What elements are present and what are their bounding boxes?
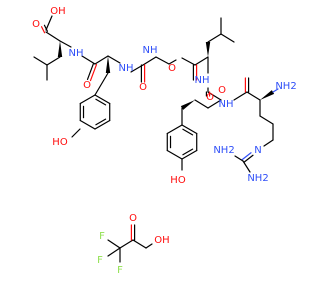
tfa-fluorine-label-1: F bbox=[99, 231, 105, 242]
leu1-amide-nh-label: NH bbox=[69, 48, 84, 59]
arg-side-chain bbox=[259, 115, 274, 125]
arg-oxygen-label: O bbox=[218, 85, 226, 96]
tfa-bond bbox=[132, 239, 147, 249]
arg-amine-label: NH2 bbox=[275, 81, 296, 92]
leu2-oxygen-label: O bbox=[168, 63, 176, 74]
arg-side-chain bbox=[263, 139, 274, 147]
tyr2-amide-nh-label: NH bbox=[219, 99, 234, 110]
tyr2-alpha-bond bbox=[207, 99, 222, 109]
amide1-carbonyl-double-bond bbox=[89, 63, 98, 82]
tyr1-ch2-bond bbox=[94, 72, 109, 96]
arg-bond bbox=[233, 91, 248, 101]
tyr1-phenol-ring-bond bbox=[94, 119, 111, 130]
tyr2-phenol-ring-bond bbox=[166, 149, 183, 160]
leu2-side-chain bbox=[220, 33, 235, 43]
guanidine-amine-label-1: NH2 bbox=[247, 173, 268, 184]
leu2-side-chain bbox=[207, 33, 222, 43]
guanidine-double-bond bbox=[241, 152, 252, 161]
arg-bond bbox=[246, 91, 261, 101]
arg-stereo-wedge bbox=[260, 90, 275, 100]
tyr1-phenol-ring-bond bbox=[95, 98, 107, 106]
tyr1-phenol-ring-bond bbox=[79, 119, 96, 130]
tyr1-stereo-wedge bbox=[105, 56, 111, 73]
tyr1-phenol-ring-bond bbox=[95, 118, 107, 126]
tyr2-phenol-ring-bond bbox=[182, 148, 194, 156]
leu2-amide-nh-label: NH bbox=[195, 75, 210, 86]
guanidine-nitrogen-label: N bbox=[254, 145, 261, 156]
tyr1-phenol-ring-bond bbox=[94, 94, 111, 105]
tfa-oh-bond bbox=[145, 243, 153, 249]
acid-c-oh-bond bbox=[45, 15, 53, 31]
tfa-fluorine-label-2: F bbox=[117, 265, 123, 276]
leu2-bond bbox=[181, 57, 196, 66]
tyr1-alpha-bond bbox=[94, 55, 109, 65]
carboxyl-double-bond bbox=[40, 26, 46, 34]
tfa-cf-bond bbox=[107, 247, 121, 257]
carboxyl-double-bond bbox=[43, 24, 49, 32]
gly-amide-nh-label: NH bbox=[143, 45, 158, 56]
tyr2-alpha-bond bbox=[194, 99, 209, 109]
gly-oxygen-label: O bbox=[139, 82, 147, 93]
tyr2-hydroxyl-label: HO bbox=[170, 175, 186, 186]
tyr1-nh-bond bbox=[107, 55, 121, 64]
amide1-carbonyl-double-bond bbox=[86, 62, 95, 81]
tfa-hydroxyl-label: OH bbox=[154, 235, 169, 246]
tyr2-phenol-ring-bond bbox=[182, 128, 194, 136]
tyr2-stereo-wedge bbox=[180, 100, 195, 110]
guanidine-bond bbox=[234, 155, 244, 162]
tfa-cf-bond bbox=[107, 239, 121, 249]
bond-lines bbox=[33, 15, 279, 263]
leu2-stereo-wedge bbox=[205, 42, 211, 57]
tfa-bond bbox=[119, 239, 134, 249]
gly-nh-bond bbox=[168, 59, 177, 65]
tyr2-phenol-ring-bond bbox=[181, 149, 198, 160]
guanidine-amine-label-2: NH2 bbox=[213, 145, 234, 156]
amide-n-c-bond bbox=[81, 55, 96, 65]
carboxyl-oxygen-label: O bbox=[32, 19, 40, 30]
tfa-fluorine-label-3: F bbox=[97, 255, 103, 266]
leu1-side-chain bbox=[33, 56, 48, 66]
tyr1-amide-nh-label: NH bbox=[119, 63, 134, 74]
leu1-side-chain bbox=[46, 56, 61, 66]
guanidine-double-bond bbox=[243, 154, 254, 163]
arg-carbonyl-oxygen-label: O bbox=[206, 92, 214, 103]
tyr1-phenol-ring-bond bbox=[79, 94, 96, 105]
amide1-oxygen-label: O bbox=[83, 80, 91, 91]
gly-bond bbox=[155, 56, 170, 65]
tfa-oxygen-label: O bbox=[129, 213, 137, 224]
tyr2-phenol-ring-bond bbox=[181, 124, 198, 135]
tyr1-oh-bond bbox=[71, 128, 81, 138]
carboxylic-acid-hydroxyl-label: OH bbox=[50, 6, 65, 17]
tyr1-hydroxyl-label: HO bbox=[52, 137, 68, 148]
gly-bond bbox=[142, 56, 157, 66]
guanidine-bond bbox=[242, 160, 251, 173]
acid-alpha-bond bbox=[45, 31, 61, 42]
alpha-nh-bond bbox=[59, 40, 72, 48]
leu2-bond bbox=[194, 56, 209, 66]
leu1-stereo-wedge bbox=[57, 41, 63, 57]
arg-nh2-bond bbox=[272, 88, 279, 93]
tyr2-phenol-ring-bond bbox=[166, 124, 183, 135]
